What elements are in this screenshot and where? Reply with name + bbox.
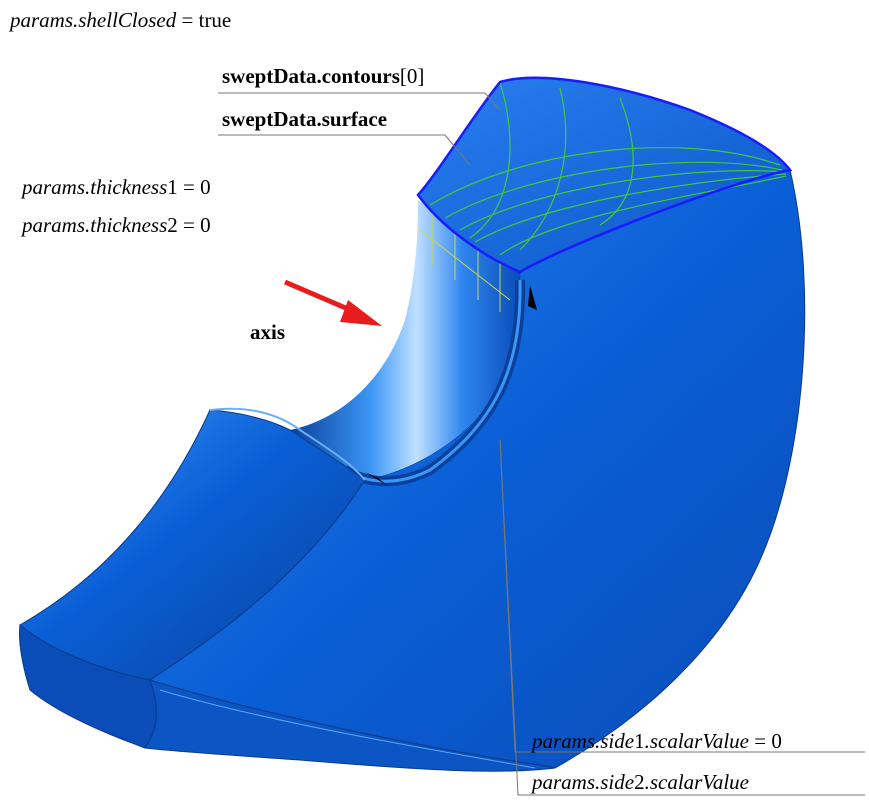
side2-label: params.side2.scalarValue [532,770,749,794]
axis-arrow [284,279,382,326]
direction-arrow-2 [365,472,388,486]
surface-grid-lines [429,81,787,256]
side1-label: params.side1.scalarValue = 0 [532,729,782,753]
thickness1-label: params.thickness1 = 0 [22,175,211,199]
inner-wall-lines [419,215,511,312]
direction-arrow-1 [528,285,537,310]
contours-label: sweptData.contours[0] [222,64,425,88]
thickness2-label: params.thickness2 = 0 [22,213,211,237]
shell-closed-label: params.shellClosed = true [10,8,232,32]
axis-label: axis [250,320,286,344]
surface-label: sweptData.surface [222,107,388,131]
leader-lines [218,92,865,796]
inner-cylinder-wall [290,200,520,480]
top-face [418,77,790,272]
contour-0 [416,76,793,274]
